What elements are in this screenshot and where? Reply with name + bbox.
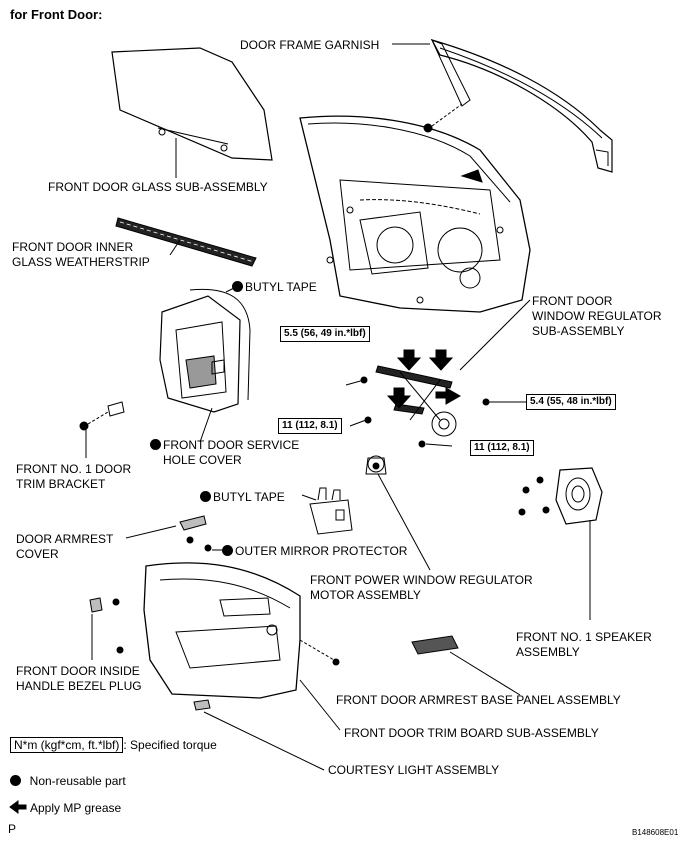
label-trim-bracket-2: TRIM BRACKET xyxy=(16,477,106,491)
label-trim-bracket-1: FRONT NO. 1 DOOR xyxy=(16,462,132,476)
legend-grease-text: Apply MP grease xyxy=(30,801,122,815)
legend-torque: N*m (kgf*cm, ft.*lbf): Specified torque xyxy=(10,737,217,753)
torque-spec-11-b: 11 (112, 8.1) xyxy=(470,440,534,456)
label-motor-1: FRONT POWER WINDOW REGULATOR xyxy=(310,573,533,587)
label-bezel-plug-1: FRONT DOOR INSIDE xyxy=(16,664,140,678)
nonreusable-dot-icon xyxy=(222,545,233,556)
label-regulator-3: SUB-ASSEMBLY xyxy=(532,324,625,338)
nonreusable-dot-icon xyxy=(200,491,211,502)
trim-bracket-drawing xyxy=(79,401,125,431)
window-regulator-drawing xyxy=(360,365,490,448)
legend-torque-text: : Specified torque xyxy=(123,738,217,752)
label-butyl-tape-mid-text: BUTYL TAPE xyxy=(213,490,285,504)
label-courtesy-light: COURTESY LIGHT ASSEMBLY xyxy=(328,763,500,777)
service-hole-cover-drawing xyxy=(159,288,251,413)
torque-spec-11-a: 11 (112, 8.1) xyxy=(278,418,342,434)
motor-drawing xyxy=(365,455,387,475)
courtesy-light-drawing xyxy=(193,699,211,711)
bezel-plug-drawing xyxy=(89,597,103,613)
label-speaker-1: FRONT NO. 1 SPEAKER xyxy=(516,630,652,644)
label-regulator-1: FRONT DOOR xyxy=(532,294,613,308)
label-butyl-tape-top: BUTYL TAPE xyxy=(232,280,317,294)
label-butyl-tape-mid: BUTYL TAPE xyxy=(200,490,285,504)
nonreusable-dot-icon xyxy=(232,281,243,292)
label-armrest-cover-2: COVER xyxy=(16,547,59,561)
footer-page-letter: P xyxy=(8,822,17,836)
inner-weatherstrip-drawing xyxy=(115,217,257,267)
nonreusable-dot-icon xyxy=(10,775,21,786)
label-outer-mirror-protector: OUTER MIRROR PROTECTOR xyxy=(222,544,407,558)
nonreusable-dot-icon xyxy=(150,439,161,450)
grease-arrows xyxy=(386,349,462,409)
label-butyl-tape-top-text: BUTYL TAPE xyxy=(245,280,317,294)
door-shell-drawing xyxy=(299,115,531,313)
legend-grease-arrow xyxy=(9,800,27,814)
label-trim-board: FRONT DOOR TRIM BOARD SUB-ASSEMBLY xyxy=(344,726,599,740)
torque-spec-5-5: 5.5 (56, 49 in.*lbf) xyxy=(280,326,370,342)
label-bezel-plug-2: HANDLE BEZEL PLUG xyxy=(16,679,142,693)
label-front-door-glass: FRONT DOOR GLASS SUB-ASSEMBLY xyxy=(48,180,268,194)
outer-mirror-protector-drawing xyxy=(309,487,353,535)
speaker-drawing xyxy=(518,467,603,525)
label-armrest-base: FRONT DOOR ARMREST BASE PANEL ASSEMBLY xyxy=(336,693,621,707)
leader-lines xyxy=(85,43,591,771)
armrest-cover-drawing xyxy=(179,515,207,531)
page-title: for Front Door: xyxy=(10,7,103,22)
front-door-glass-drawing xyxy=(111,47,273,161)
label-service-hole-2: HOLE COVER xyxy=(163,453,242,467)
label-door-frame-garnish: DOOR FRAME GARNISH xyxy=(240,38,380,52)
label-regulator-2: WINDOW REGULATOR xyxy=(532,309,662,323)
label-speaker-2: ASSEMBLY xyxy=(516,645,580,659)
armrest-base-drawing xyxy=(411,635,459,655)
label-inner-weatherstrip-1: FRONT DOOR INNER xyxy=(12,240,134,254)
legend-torque-box: N*m (kgf*cm, ft.*lbf) xyxy=(10,737,124,753)
footer-figure-code: B148608E01 xyxy=(632,828,679,837)
label-service-hole-1: FRONT DOOR SERVICE xyxy=(150,438,299,452)
label-armrest-cover-1: DOOR ARMREST xyxy=(16,532,114,546)
label-outer-mirror-protector-text: OUTER MIRROR PROTECTOR xyxy=(235,544,408,558)
trim-board-drawing xyxy=(112,536,340,699)
label-inner-weatherstrip-2: GLASS WEATHERSTRIP xyxy=(12,255,150,269)
torque-spec-5-4: 5.4 (55, 48 in.*lbf) xyxy=(526,394,616,410)
label-motor-2: MOTOR ASSEMBLY xyxy=(310,588,421,602)
label-service-hole-1-text: FRONT DOOR SERVICE xyxy=(163,438,300,452)
door-frame-garnish-drawing xyxy=(423,39,613,173)
legend-nonreusable-text: Non-reusable part xyxy=(29,774,126,788)
legend-nonreusable: Non-reusable part xyxy=(10,774,126,788)
